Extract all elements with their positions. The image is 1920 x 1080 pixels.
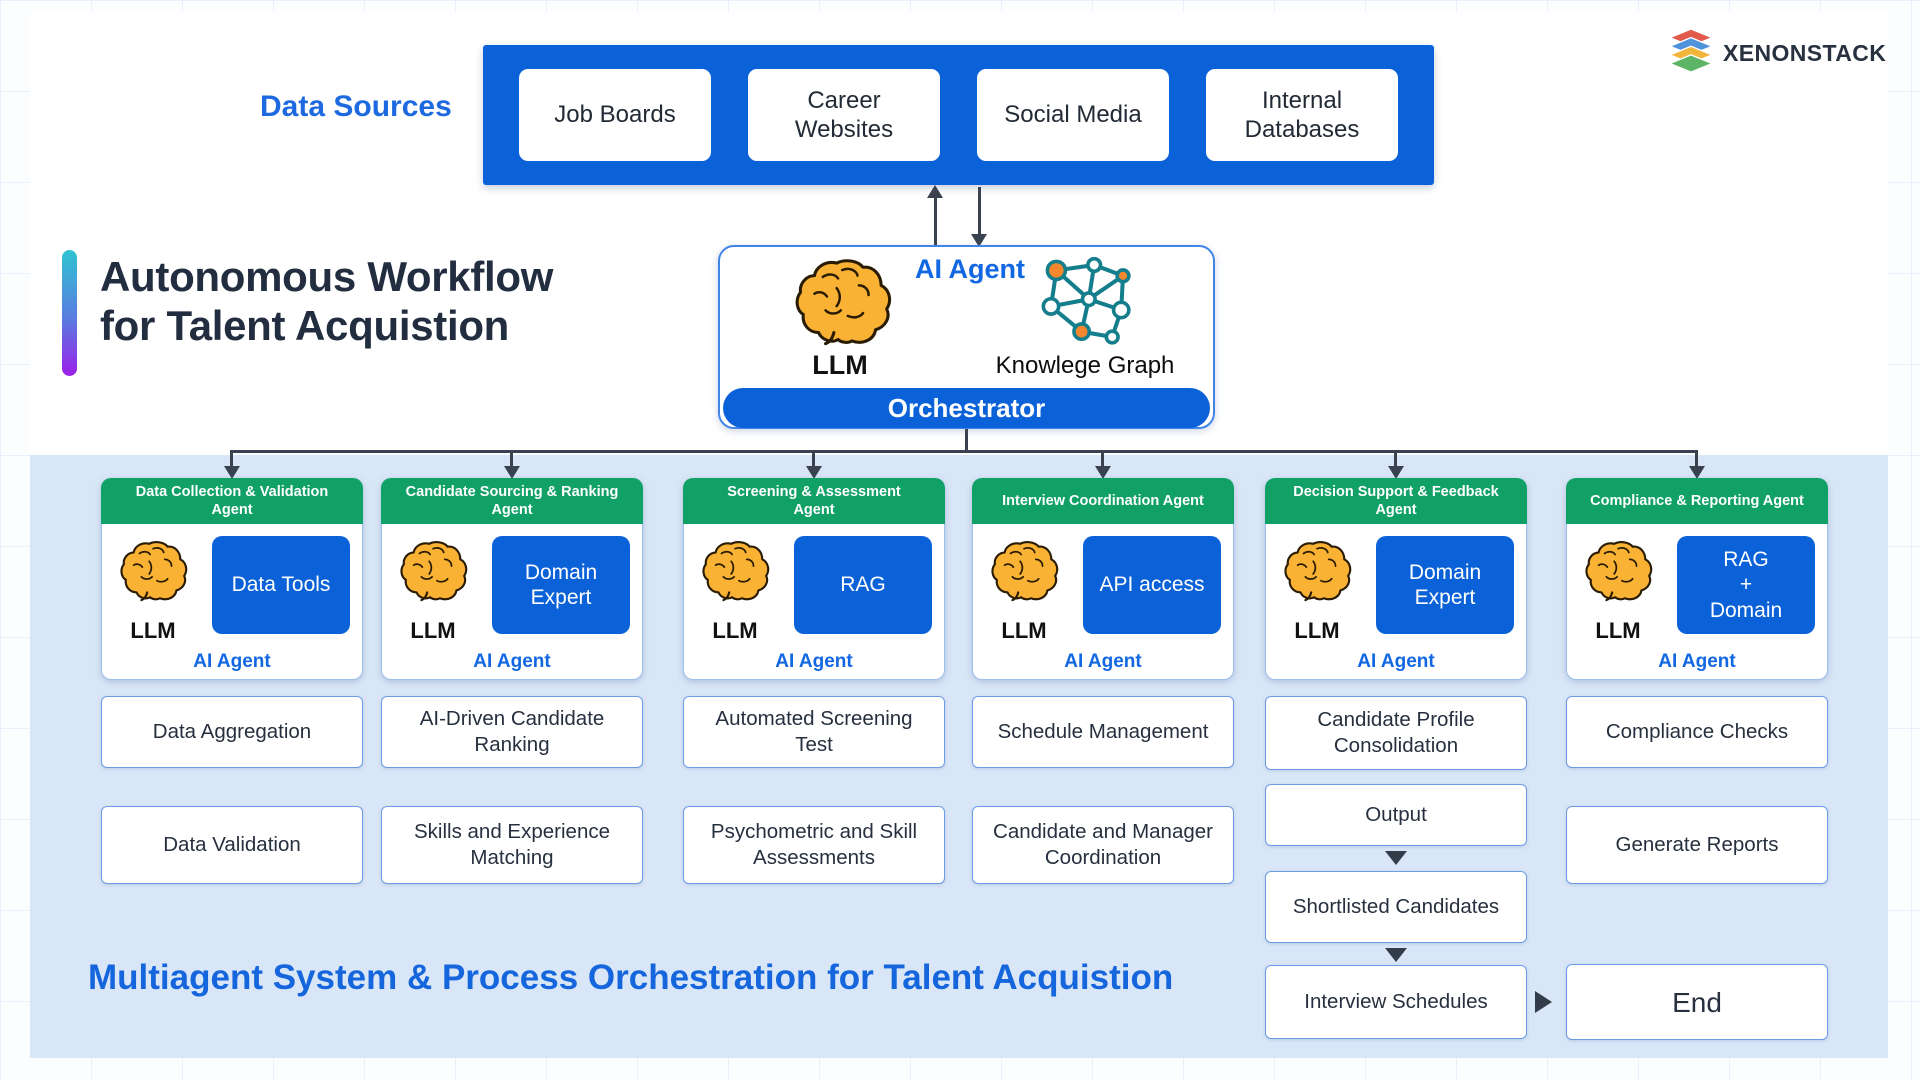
agent-capability-chip: Domain Expert (492, 536, 630, 634)
task-schedule-management: Schedule Management (972, 696, 1234, 768)
fanout-head-2 (504, 466, 520, 479)
flow-arrow-interview-to-end (1535, 991, 1552, 1013)
agent-ai-agent-label: AI Agent (1658, 651, 1736, 672)
fanout-head-1 (224, 466, 240, 479)
fanout-head-4 (1095, 466, 1111, 479)
agent-capability-chip: Domain Expert (1376, 536, 1514, 634)
orchestrator-fanout-stem (965, 429, 968, 452)
agent-ai-agent-label: AI Agent (473, 651, 551, 672)
flow-interview-schedules: Interview Schedules (1265, 965, 1527, 1039)
task-compliance-checks: Compliance Checks (1566, 696, 1828, 768)
task-data-aggregation: Data Aggregation (101, 696, 363, 768)
agent-card-compliance: Compliance & Reporting Agent LLM RAG + D… (1566, 478, 1828, 680)
fanout-head-6 (1689, 466, 1705, 479)
arrow-down-stem (978, 187, 981, 236)
xenonstack-logo: XENONSTACK (1668, 28, 1886, 79)
flow-arrow-shortlisted-to-interview (1385, 948, 1407, 962)
agent-header: Candidate Sourcing & Ranking Agent (381, 478, 643, 524)
agent-ai-agent-label: AI Agent (1064, 651, 1142, 672)
brain-icon (1284, 538, 1354, 610)
data-sources-label: Data Sources (260, 90, 452, 123)
fanout-horizontal-line (231, 450, 1698, 453)
page-title: Autonomous Workflow for Talent Acquistio… (100, 253, 554, 350)
data-source-career-websites: Career Websites (748, 69, 940, 161)
task-profile-consolidation: Candidate Profile Consolidation (1265, 696, 1527, 770)
arrow-up-head (927, 185, 943, 198)
task-automated-screening: Automated Screening Test (683, 696, 945, 768)
agent-capability-chip: API access (1083, 536, 1221, 634)
fanout-stem-1 (230, 450, 233, 468)
agent-header: Interview Coordination Agent (972, 478, 1234, 524)
xenonstack-stack-icon (1668, 28, 1714, 79)
agent-card-candidate-sourcing: Candidate Sourcing & Ranking Agent LLM D… (381, 478, 643, 680)
knowledge-graph-icon (1040, 256, 1134, 351)
agent-llm-label: LLM (410, 618, 456, 643)
fanout-stem-2 (510, 450, 513, 468)
agent-header: Data Collection & Validation Agent (101, 478, 363, 524)
xenonstack-logo-text: XENONSTACK (1723, 40, 1887, 66)
task-psychometric-assessments: Psychometric and Skill Assessments (683, 806, 945, 884)
agent-llm-label: LLM (1595, 618, 1641, 643)
arrow-down-head (971, 234, 987, 247)
fanout-head-5 (1388, 466, 1404, 479)
brain-icon (1585, 538, 1655, 610)
knowledge-graph-label: Knowlege Graph (995, 352, 1175, 379)
orchestrator-pill: Orchestrator (723, 388, 1210, 428)
task-skills-matching: Skills and Experience Matching (381, 806, 643, 884)
data-source-job-boards: Job Boards (519, 69, 711, 161)
task-candidate-ranking: AI-Driven Candidate Ranking (381, 696, 643, 768)
agent-ai-agent-label: AI Agent (1357, 651, 1435, 672)
agent-card-data-collection: Data Collection & Validation Agent LLM D… (101, 478, 363, 680)
agent-ai-agent-label: AI Agent (193, 651, 271, 672)
agent-header: Decision Support & Feedback Agent (1265, 478, 1527, 524)
brain-icon (400, 538, 470, 610)
agent-ai-agent-label: AI Agent (775, 651, 853, 672)
agent-llm-label: LLM (1001, 618, 1047, 643)
task-candidate-manager-coordination: Candidate and Manager Coordination (972, 806, 1234, 884)
agent-header: Screening & Assessment Agent (683, 478, 945, 524)
fanout-head-3 (806, 466, 822, 479)
task-output: Output (1265, 784, 1527, 846)
brain-icon (795, 256, 895, 353)
llm-label: LLM (812, 350, 868, 380)
arrow-up-stem (934, 196, 937, 245)
agent-llm-label: LLM (130, 618, 176, 643)
agent-header: Compliance & Reporting Agent (1566, 478, 1828, 524)
fanout-stem-4 (1101, 450, 1104, 468)
agent-capability-chip: RAG + Domain (1677, 536, 1815, 634)
agent-capability-chip: Data Tools (212, 536, 350, 634)
brain-icon (702, 538, 772, 610)
task-generate-reports: Generate Reports (1566, 806, 1828, 884)
flow-arrow-output-to-shortlisted (1385, 851, 1407, 865)
data-sources-bar: Job Boards Career Websites Social Media … (483, 45, 1434, 185)
flow-end: End (1566, 964, 1828, 1040)
ai-agent-label: AI Agent (915, 254, 1025, 284)
title-accent-bar (62, 250, 77, 376)
agent-llm-label: LLM (712, 618, 758, 643)
agent-capability-chip: RAG (794, 536, 932, 634)
fanout-stem-6 (1695, 450, 1698, 468)
fanout-stem-5 (1394, 450, 1397, 468)
agent-card-interview-coordination: Interview Coordination Agent LLM API acc… (972, 478, 1234, 680)
data-source-internal-databases: Internal Databases (1206, 69, 1398, 161)
multiagent-section-title: Multiagent System & Process Orchestratio… (88, 958, 1174, 997)
agent-card-screening: Screening & Assessment Agent LLM RAG AI … (683, 478, 945, 680)
flow-shortlisted-candidates: Shortlisted Candidates (1265, 871, 1527, 943)
task-data-validation: Data Validation (101, 806, 363, 884)
data-source-social-media: Social Media (977, 69, 1169, 161)
brain-icon (120, 538, 190, 610)
agent-card-decision-support: Decision Support & Feedback Agent LLM Do… (1265, 478, 1527, 680)
agent-llm-label: LLM (1294, 618, 1340, 643)
brain-icon (991, 538, 1061, 610)
fanout-stem-3 (812, 450, 815, 468)
